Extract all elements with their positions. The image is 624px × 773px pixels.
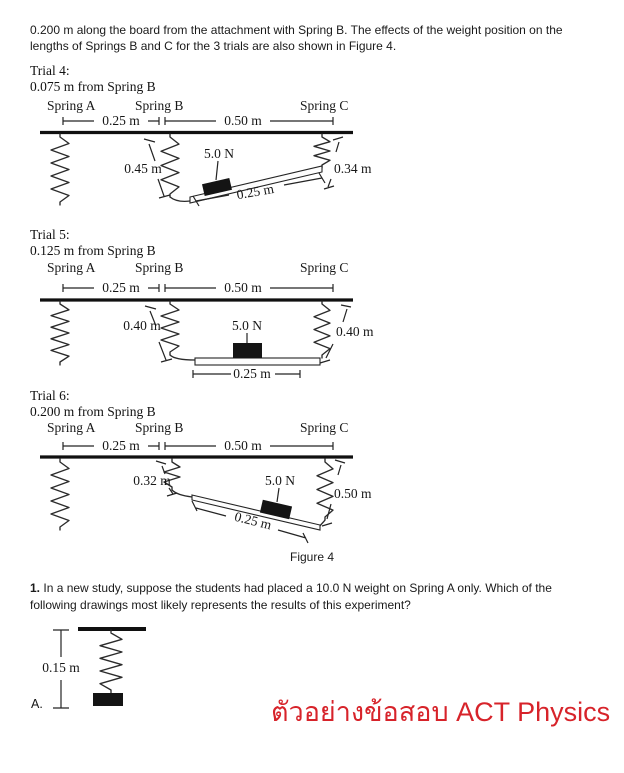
trial5-weight — [233, 343, 262, 358]
trial4-weight — [202, 178, 232, 196]
question-number: 1. — [30, 581, 41, 595]
answer-a-label: A. — [31, 697, 43, 711]
trial4-title: Trial 4: — [30, 63, 70, 78]
trial5-top-dimension-line — [62, 284, 334, 292]
trial6-spring-a — [50, 458, 70, 531]
trial5-spring-a — [50, 300, 70, 366]
trial4-dim-ab: 0.25 m — [102, 113, 140, 128]
trial6-spring-b-label: Spring B — [135, 422, 183, 435]
trial5-spring-c-len: 0.40 m — [336, 324, 374, 339]
trial4-spring-b-dim — [143, 138, 171, 199]
trial5-weight-label: 5.0 N — [232, 318, 262, 333]
trial4-spring-b-label: Spring B — [135, 98, 183, 113]
trial5-dim-bc: 0.50 m — [224, 280, 262, 295]
answer-a-spring — [99, 629, 123, 694]
trial5-spring-b — [160, 300, 180, 356]
trial5-spring-a-label: Spring A — [47, 260, 96, 275]
trial4-board — [189, 165, 323, 204]
trial5-spring-c — [313, 300, 331, 359]
trial6-spring-b-tail — [171, 489, 193, 498]
trial5-board — [194, 357, 321, 366]
trial5-spring-b-len: 0.40 m — [123, 318, 161, 333]
trial6-weight — [259, 499, 293, 520]
trial5-spring-b-dim — [144, 305, 173, 363]
intro-paragraph: 0.200 m along the board from the attachm… — [30, 23, 563, 53]
answer-a-dim-line — [53, 629, 69, 709]
trial6-board-dim — [191, 500, 309, 544]
trial5-spring-b-tail — [169, 354, 196, 361]
trial5-title: Trial 5: — [30, 227, 70, 242]
trial5-spring-b-label: Spring B — [135, 260, 183, 275]
trial6-dim-ab: 0.25 m — [102, 438, 140, 453]
watermark: ตัวอย่างข้อสอบ ACT Physics — [271, 697, 611, 727]
trial6-spring-c-len: 0.50 m — [334, 486, 372, 501]
trial6-diagram: Spring A Spring B Spring C 0.25 m 0.50 m… — [40, 422, 372, 544]
trial4-spring-c-len: 0.34 m — [334, 161, 372, 176]
trial4-weight-label: 5.0 N — [204, 146, 234, 161]
question-text: In a new study, suppose the students had… — [30, 581, 552, 612]
trial5-board-dim — [192, 370, 301, 378]
trial5-subtitle: 0.125 m from Spring B — [30, 243, 156, 258]
trial4-spring-c-label: Spring C — [300, 98, 348, 113]
trial6-dim-bc: 0.50 m — [224, 438, 262, 453]
trial6-spring-c — [316, 458, 334, 521]
trial4-spring-b-tail — [169, 196, 191, 203]
question-1: 1. In a new study, suppose the students … — [30, 580, 588, 613]
trial6-spring-a-label: Spring A — [47, 422, 96, 435]
trial6-spring-b-dim — [155, 460, 178, 497]
trial5-spring-c-label: Spring C — [300, 260, 348, 275]
trial4-spring-c — [313, 133, 331, 169]
trial4-board-len: 0.25 m — [235, 181, 275, 202]
trial4-spring-a — [50, 133, 70, 206]
trial4-weight-leader — [215, 160, 219, 181]
trial4-top-dimension-line — [62, 117, 334, 125]
trial4-spring-b — [160, 133, 180, 198]
trial5-board-len: 0.25 m — [233, 366, 271, 381]
answer-a-diagram: 0.15 m A. — [31, 627, 146, 711]
trial6-weight-leader — [276, 487, 280, 503]
trial4-spring-b-len: 0.45 m — [124, 161, 162, 176]
trial4-diagram: Spring A Spring B Spring C 0.25 m 0.50 m… — [40, 98, 372, 207]
trial4-dim-bc: 0.50 m — [224, 113, 262, 128]
trial5-dim-ab: 0.25 m — [102, 280, 140, 295]
trial6-weight-label: 5.0 N — [265, 473, 295, 488]
trial6-spring-c-dim — [321, 459, 346, 527]
trial6-spring-b — [163, 458, 181, 491]
trial4-spring-a-label: Spring A — [47, 98, 96, 113]
answer-a-weight — [93, 693, 123, 706]
trial6-title: Trial 6: — [30, 388, 70, 403]
trial6-spring-c-label: Spring C — [300, 422, 348, 435]
trial4-board-dim — [192, 172, 326, 207]
trial6-spring-b-len: 0.32 m — [133, 473, 171, 488]
trial5-diagram: Spring A Spring B Spring C 0.25 m 0.50 m… — [40, 260, 374, 381]
trial6-top-dimension-line — [62, 442, 334, 450]
trial4-subtitle: 0.075 m from Spring B — [30, 79, 156, 94]
trial4-spring-c-dim — [323, 136, 344, 190]
trial5-spring-c-dim — [319, 304, 352, 364]
answer-a-dim: 0.15 m — [42, 660, 80, 675]
figure-caption: Figure 4 — [289, 550, 335, 564]
trial6-subtitle: 0.200 m from Spring B — [30, 404, 156, 419]
